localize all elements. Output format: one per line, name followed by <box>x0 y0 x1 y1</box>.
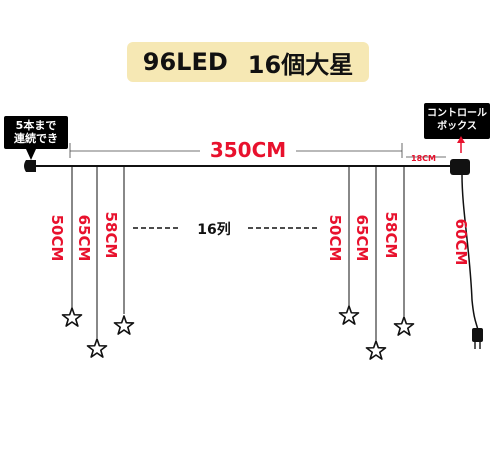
title-banner: 96LED 16個大星 <box>127 42 369 82</box>
drop-right-a-label: 50CM <box>326 215 344 262</box>
controller-callout-line2: ボックス <box>437 121 477 132</box>
star-right-a <box>338 305 360 325</box>
chain-callout: 5本まで 連続でき <box>4 116 68 149</box>
drop-left-b-label: 65CM <box>75 215 93 262</box>
star-count-text: 16個大星 <box>247 50 354 79</box>
power-cord-label: 60CM <box>452 219 470 266</box>
controller-box-icon <box>450 159 470 175</box>
drop-right-c-label: 58CM <box>382 212 400 259</box>
columns-label: 16列 <box>197 221 230 238</box>
led-count-text: 96LED <box>142 48 228 76</box>
drop-left-a-label: 50CM <box>48 215 66 262</box>
drop-left-c-label: 58CM <box>102 212 120 259</box>
star-left-c <box>113 315 135 335</box>
main-length-label-bg <box>200 139 296 159</box>
star-left-a <box>61 307 83 327</box>
controller-callout: コントロール ボックス <box>424 103 490 139</box>
controller-lead-label: 18CM <box>411 154 436 163</box>
chain-callout-line2: 連続でき <box>14 132 58 145</box>
controller-callout-line1: コントロール <box>427 108 487 119</box>
star-left-b <box>86 338 108 358</box>
power-plug-icon <box>472 328 483 342</box>
star-right-b <box>365 340 387 360</box>
chain-callout-pointer <box>26 149 36 160</box>
power-cord <box>461 174 479 331</box>
drop-right-b-label: 65CM <box>353 215 371 262</box>
end-plug-icon <box>24 160 36 172</box>
star-right-c <box>393 316 415 336</box>
main-length-label: 350CM <box>210 138 286 162</box>
chain-callout-line1: 5本まで <box>15 119 57 132</box>
